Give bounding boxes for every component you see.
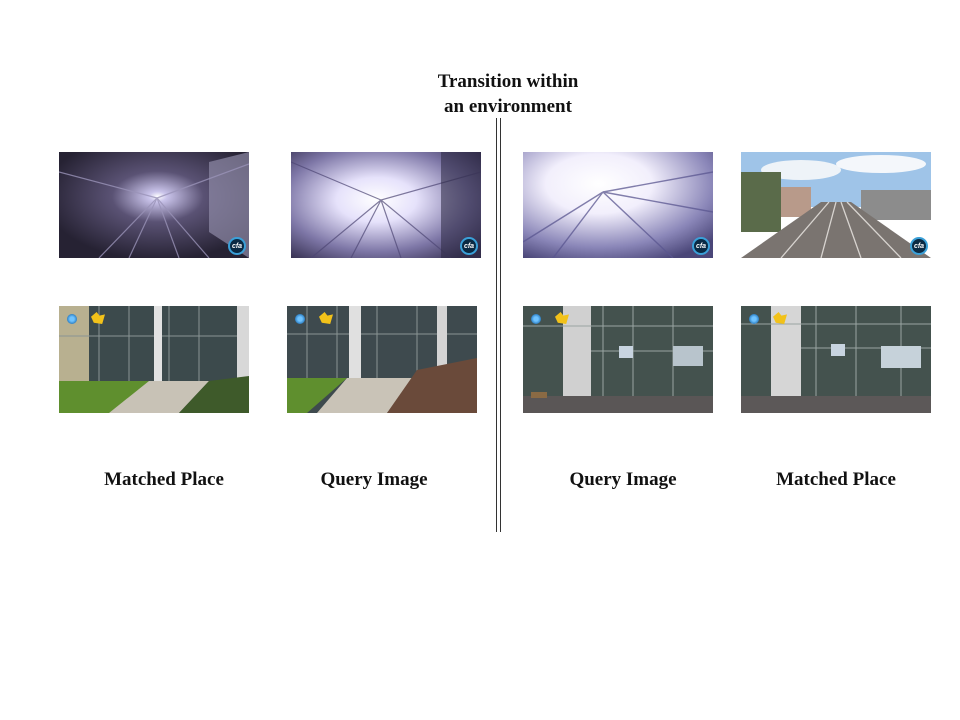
tunnel-query-image: cfa — [291, 152, 481, 258]
figure-title: Transition within an environment — [408, 69, 608, 119]
outdoor-rail-matched-image: cfa — [741, 152, 931, 258]
blue-marker-icon — [67, 314, 77, 324]
blue-marker-icon — [295, 314, 305, 324]
entrance-query-image — [523, 306, 713, 413]
tunnel-exit-query-image: cfa — [523, 152, 713, 258]
building-matched-image — [59, 306, 249, 413]
cfa-logo-badge: cfa — [460, 237, 478, 255]
figure-title-line1: Transition within — [437, 71, 579, 92]
cfa-logo-badge: cfa — [910, 237, 928, 255]
building-query-image — [287, 306, 477, 413]
tunnel-matched-image: cfa — [59, 152, 249, 258]
figure-title-line2: an environment — [444, 96, 572, 117]
label-right-query-image: Query Image — [569, 469, 677, 490]
blue-marker-icon — [749, 314, 759, 324]
cfa-logo-badge: cfa — [228, 237, 246, 255]
center-divider — [496, 118, 501, 532]
entrance-matched-image — [741, 306, 931, 413]
label-left-matched-place: Matched Place — [104, 469, 224, 490]
blue-marker-icon — [531, 314, 541, 324]
cfa-logo-badge: cfa — [692, 237, 710, 255]
label-left-query-image: Query Image — [320, 469, 428, 490]
label-right-matched-place: Matched Place — [776, 469, 896, 490]
